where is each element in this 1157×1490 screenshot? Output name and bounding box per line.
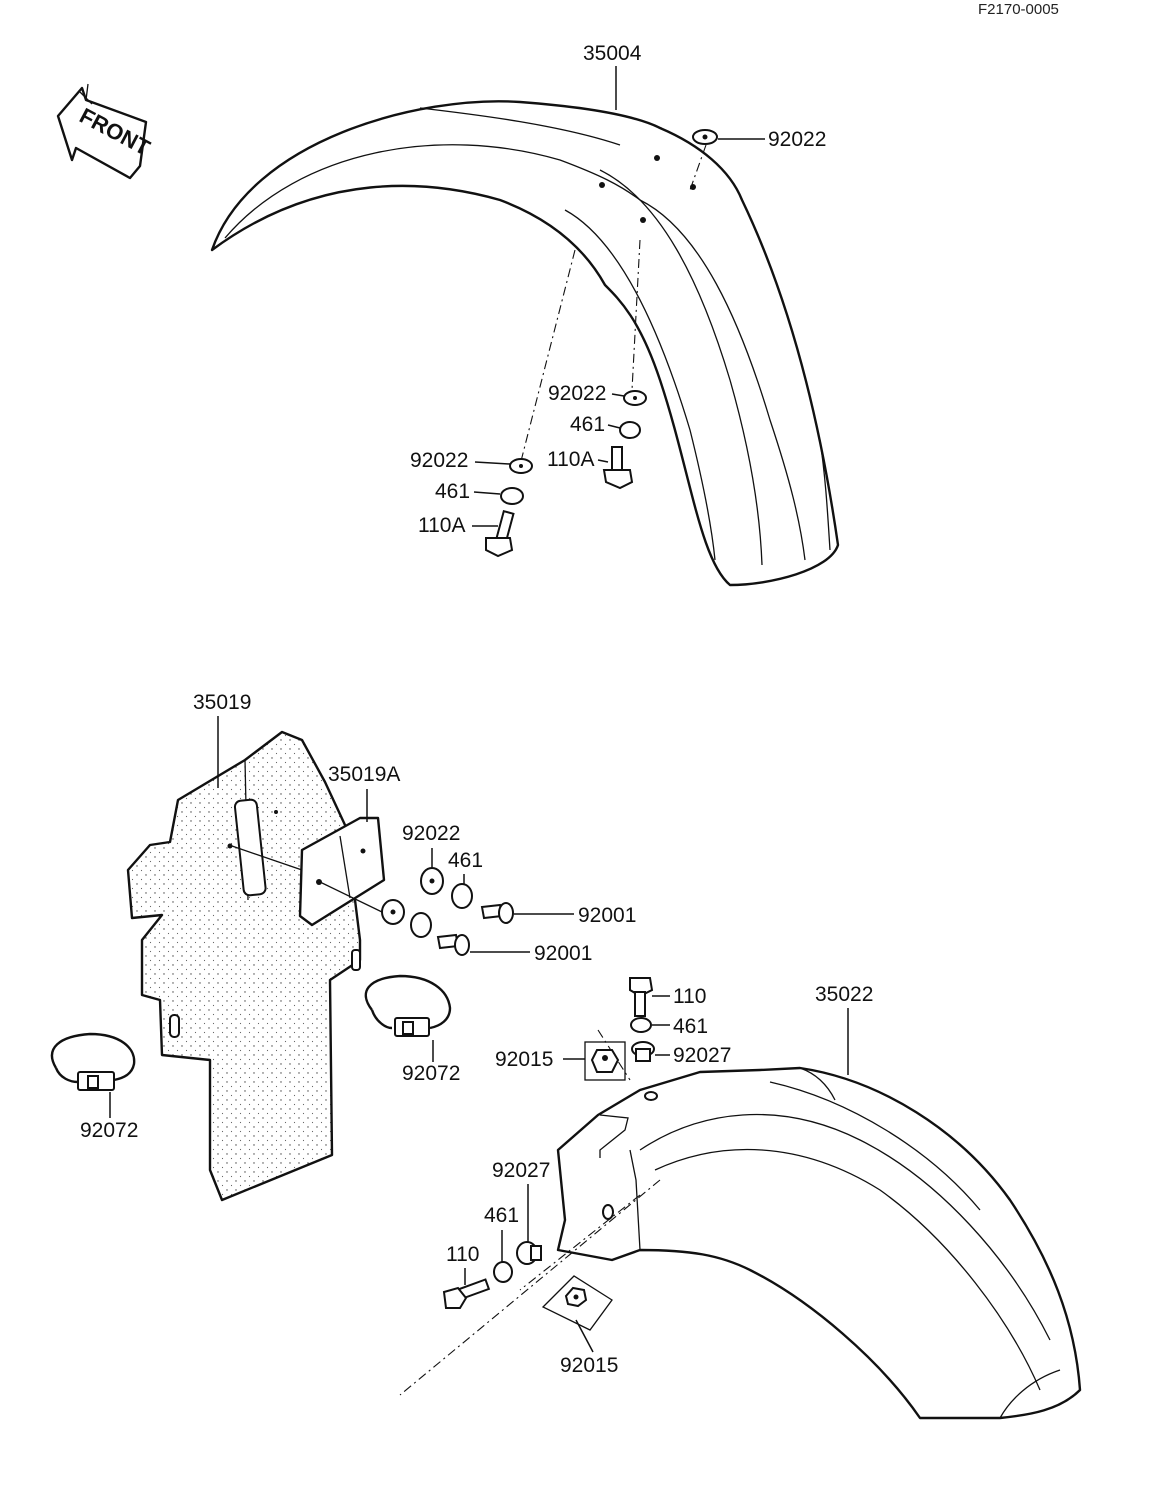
label-35019A: 35019A xyxy=(328,763,400,786)
label-92022-mid-right: 92022 xyxy=(548,382,606,405)
label-92015-rear-top: 92015 xyxy=(495,1048,553,1071)
lockwasher-461-flap xyxy=(451,883,473,909)
bolt-110A-mid-left xyxy=(485,509,515,558)
label-35004: 35004 xyxy=(583,42,642,65)
label-461-flap: 461 xyxy=(448,849,483,872)
screw-92001-upper xyxy=(480,902,514,924)
lockwasher-461-mid-left xyxy=(500,487,524,505)
lockwasher-461-rear-top xyxy=(630,1017,652,1033)
collar-92027-rear-top xyxy=(631,1041,655,1062)
label-110-rear-bottom: 110 xyxy=(446,1243,479,1266)
label-461-mid-right: 461 xyxy=(570,413,605,436)
bolt-110-rear-top xyxy=(629,977,654,1017)
label-92027-rear-top: 92027 xyxy=(673,1044,731,1067)
label-35019: 35019 xyxy=(193,691,251,714)
nut-92015-rear-top xyxy=(584,1041,626,1081)
label-92022-flap: 92022 xyxy=(402,822,460,845)
screw-92001-lower xyxy=(436,933,470,956)
mud-flap xyxy=(126,730,362,1202)
label-461-rear-top: 461 xyxy=(673,1015,708,1038)
label-92072-center: 92072 xyxy=(402,1062,460,1085)
label-92022-mid-left: 92022 xyxy=(410,449,468,472)
bolt-110-rear-bottom xyxy=(442,1278,491,1309)
lockwasher-461-flap-lower xyxy=(410,912,432,938)
label-110-rear-top: 110 xyxy=(673,985,706,1008)
reference-code: F2170-0005 xyxy=(978,1,1059,18)
label-92015-rear-bottom: 92015 xyxy=(560,1354,618,1377)
lockwasher-461-mid-right xyxy=(619,421,641,439)
label-110A-mid-right: 110A xyxy=(547,448,595,471)
hose-clamp-92072-left xyxy=(50,1032,136,1091)
label-92001-upper: 92001 xyxy=(578,904,636,927)
label-110A-mid-left: 110A xyxy=(418,514,466,537)
label-92027-rear-bottom: 92027 xyxy=(492,1159,550,1182)
label-92001-lower: 92001 xyxy=(534,942,592,965)
bolt-110A-mid-right xyxy=(602,446,634,490)
collar-92027-rear-bottom xyxy=(516,1241,542,1265)
label-461-mid-left: 461 xyxy=(435,480,470,503)
label-92022-top: 92022 xyxy=(768,128,826,151)
rear-fender xyxy=(399,1029,1082,1420)
label-92072-left: 92072 xyxy=(80,1119,138,1142)
label-461-rear-bottom: 461 xyxy=(484,1204,519,1227)
nut-92015-rear-bottom xyxy=(541,1275,613,1331)
hose-clamp-92072-center xyxy=(364,974,452,1037)
label-35022: 35022 xyxy=(815,983,873,1006)
reflector-plate-35019A xyxy=(298,816,386,927)
lockwasher-461-rear-bottom xyxy=(493,1261,513,1283)
front-fender xyxy=(210,100,840,587)
front-arrow-icon: FRONT xyxy=(56,83,155,180)
